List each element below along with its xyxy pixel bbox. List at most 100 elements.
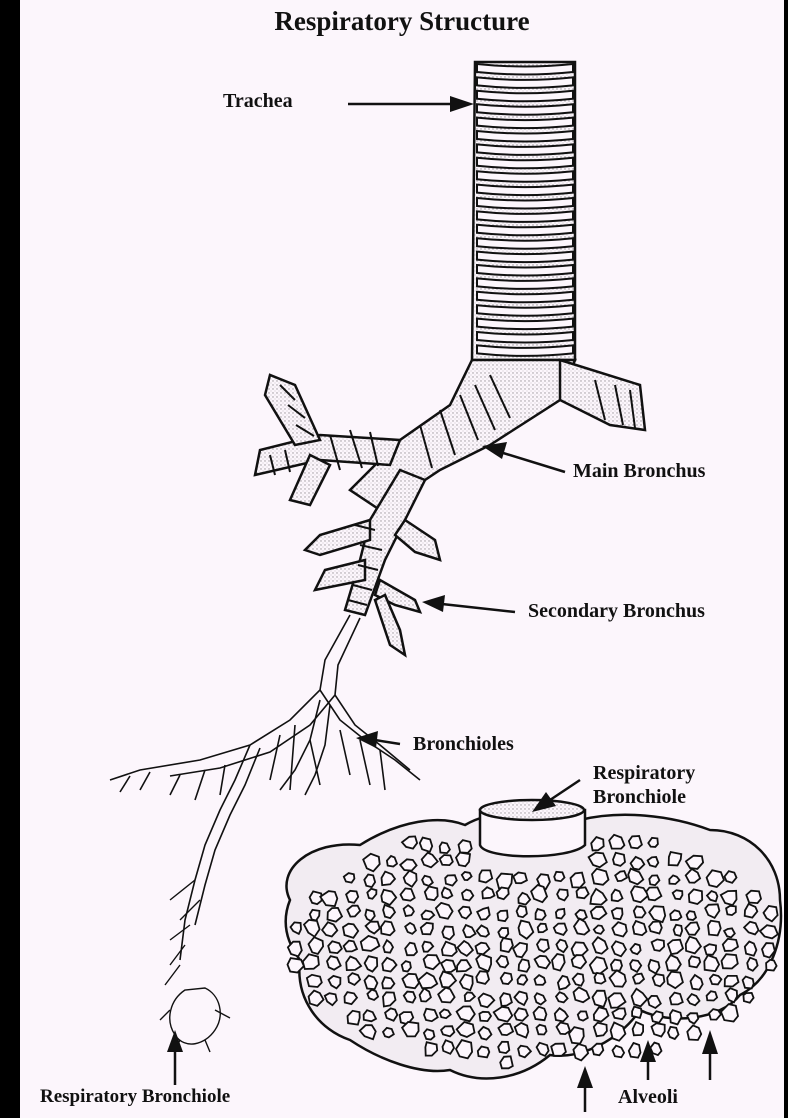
alveolus-cell bbox=[462, 872, 472, 880]
alveolus-cell bbox=[595, 973, 606, 984]
alveolus-cell bbox=[629, 1043, 641, 1058]
arrow-main-bronchus bbox=[482, 442, 565, 472]
trachea-ring bbox=[477, 265, 573, 276]
alveolus-cell bbox=[381, 921, 395, 935]
trachea-ring bbox=[477, 225, 573, 236]
alveolus-cell bbox=[383, 1028, 394, 1038]
alveolus-cell bbox=[500, 1056, 513, 1068]
trachea-ring bbox=[477, 104, 573, 115]
respiratory-illustration bbox=[20, 0, 784, 1118]
alveolus-cell bbox=[424, 1029, 435, 1039]
alveolus-cell bbox=[307, 975, 322, 987]
alveolus-cell bbox=[402, 974, 419, 989]
label-alveoli: Alveoli bbox=[618, 1086, 678, 1109]
alveolus-cell bbox=[497, 874, 513, 889]
alveolus-cell bbox=[424, 1009, 438, 1022]
label-respiratory-bronchiole-top-line1: Respiratory bbox=[593, 762, 695, 785]
alveolus-cell bbox=[673, 890, 683, 899]
alveolus-cell bbox=[365, 910, 375, 921]
alveolus-cell bbox=[722, 954, 738, 968]
alveolus-cell bbox=[420, 838, 432, 852]
alveolus-cell bbox=[442, 927, 454, 940]
alveolus-cell bbox=[632, 1007, 642, 1018]
alveolus-cell bbox=[498, 1024, 513, 1035]
alveolus-cell bbox=[704, 944, 716, 955]
alveolus-cell bbox=[576, 910, 587, 920]
alveolus-cell bbox=[613, 853, 625, 866]
alveolus-cell bbox=[652, 939, 665, 951]
alveolus-cell bbox=[310, 891, 322, 904]
alveolus-cell bbox=[594, 1023, 607, 1036]
alveolus-cell bbox=[443, 1040, 455, 1054]
alveolus-cell bbox=[571, 873, 585, 888]
alveolus-cell bbox=[556, 909, 565, 919]
alveolus-cell bbox=[517, 906, 527, 918]
trachea-ring bbox=[477, 91, 573, 102]
alveolus-cell bbox=[725, 871, 737, 883]
alveolus-cell bbox=[709, 1009, 721, 1020]
arrow-trachea bbox=[348, 96, 474, 112]
alveolus-cell bbox=[367, 990, 378, 1000]
alveolus-cell bbox=[687, 1013, 698, 1024]
alveolus-cell bbox=[743, 993, 753, 1003]
trachea-ring bbox=[477, 211, 573, 222]
alveolus-cell bbox=[536, 909, 546, 920]
alveolus-cell bbox=[668, 1027, 679, 1039]
alveolus-cell bbox=[537, 939, 549, 952]
alveolus-cell bbox=[387, 856, 397, 867]
alveolus-cell bbox=[670, 1010, 682, 1024]
alveolus-cell bbox=[766, 960, 777, 971]
alveolus-cell bbox=[551, 1044, 566, 1056]
alveolus-cell bbox=[674, 925, 683, 936]
alveolus-cell bbox=[557, 889, 568, 900]
trachea-ring bbox=[477, 185, 573, 196]
trachea-ring bbox=[477, 64, 573, 75]
arrow-respiratory-bronchiole-bottom bbox=[167, 1030, 183, 1085]
alveolus-cell bbox=[479, 1012, 491, 1021]
alveolus-cell bbox=[592, 869, 609, 885]
alveolus-cell bbox=[577, 887, 589, 898]
trachea-ring bbox=[477, 278, 573, 289]
alveolus-cell bbox=[593, 991, 607, 1007]
alveolus-cell bbox=[519, 959, 530, 972]
alveolus-cell bbox=[710, 975, 722, 985]
alveolus-cell bbox=[310, 910, 320, 921]
trachea-ring bbox=[477, 345, 573, 356]
alveolus-cell bbox=[513, 873, 527, 884]
alveolus-cell bbox=[689, 956, 700, 967]
trachea-ring bbox=[477, 171, 573, 182]
alveolus-cell bbox=[498, 928, 508, 938]
alveolus-cell bbox=[612, 908, 623, 919]
alveolus-cell bbox=[440, 1009, 451, 1018]
diagram-page: Respiratory Structure Trachea Main Bronc… bbox=[20, 0, 784, 1118]
alveolus-cell bbox=[687, 1025, 701, 1040]
alveolus-cell bbox=[569, 1027, 584, 1044]
label-respiratory-bronchiole-top-line2: Bronchiole bbox=[593, 786, 686, 809]
arrow-alveoli-1 bbox=[577, 1066, 593, 1112]
alveolus-cell bbox=[573, 1044, 588, 1060]
alveolus-cell bbox=[669, 852, 682, 865]
alveolus-cell bbox=[652, 1023, 665, 1036]
alveolus-cell bbox=[498, 911, 508, 922]
alveolus-cell bbox=[726, 906, 736, 915]
alveolus-cell bbox=[633, 921, 647, 935]
alveolus-cell bbox=[402, 961, 411, 971]
alveolus-cell bbox=[646, 887, 661, 900]
alveolus-cell bbox=[482, 887, 494, 898]
alveolus-cell bbox=[670, 993, 683, 1005]
alveolus-cell bbox=[425, 887, 438, 901]
alveolus-cell bbox=[346, 891, 358, 903]
alveoli-mass bbox=[286, 800, 781, 1078]
alveolus-cell bbox=[364, 875, 375, 888]
alveolus-cell bbox=[629, 836, 642, 848]
alveolus-cell bbox=[498, 1042, 509, 1053]
alveolus-cell bbox=[500, 993, 512, 1006]
alveolus-cell bbox=[456, 853, 470, 867]
alveolus-cell bbox=[554, 872, 564, 881]
alveolus-cell bbox=[578, 1011, 588, 1020]
alveolus-cell bbox=[689, 889, 702, 904]
alveolus-cell bbox=[633, 1022, 644, 1035]
alveolus-cell bbox=[440, 855, 453, 865]
arrow-alveoli-3 bbox=[702, 1030, 718, 1080]
trachea-ring bbox=[477, 252, 573, 263]
